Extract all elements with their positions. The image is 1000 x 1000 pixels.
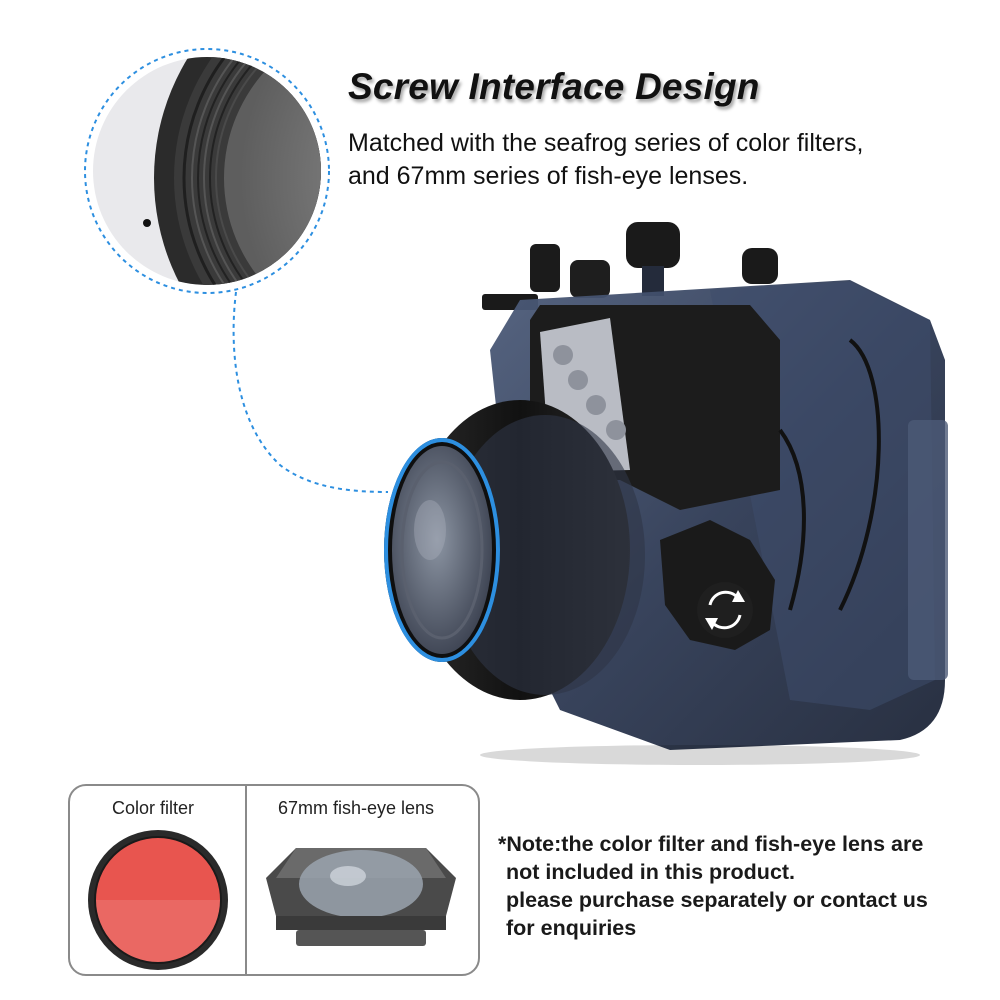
rotate-arrows-icon [705,590,745,630]
note-line-2: not included in this product. [506,860,796,884]
inset-divider [245,786,247,974]
accessories-inset: Color filter 67mm fish-eye lens [68,784,480,976]
headline: Screw Interface Design [348,66,760,107]
thread-detail-zoom [84,48,330,294]
feature-description: Matched with the seafrog series of color… [348,127,988,193]
description-line-2: and 67mm series of fish-eye lenses. [348,162,749,190]
camera-housing-image [384,222,948,765]
note-line-3: please purchase separately or contact us [506,888,928,912]
purchase-note: *Note:the color filter and fish-eye lens… [498,830,988,942]
fisheye-lens-label: 67mm fish-eye lens [278,798,435,818]
note-line-4: for enquiries [506,916,637,940]
description-line-1: Matched with the seafrog series of color… [348,129,864,157]
color-filter-label: Color filter [112,798,195,818]
note-line-1: *Note:the color filter and fish-eye lens… [498,832,924,856]
color-filter-image [88,830,228,970]
fisheye-lens-image [266,848,456,946]
